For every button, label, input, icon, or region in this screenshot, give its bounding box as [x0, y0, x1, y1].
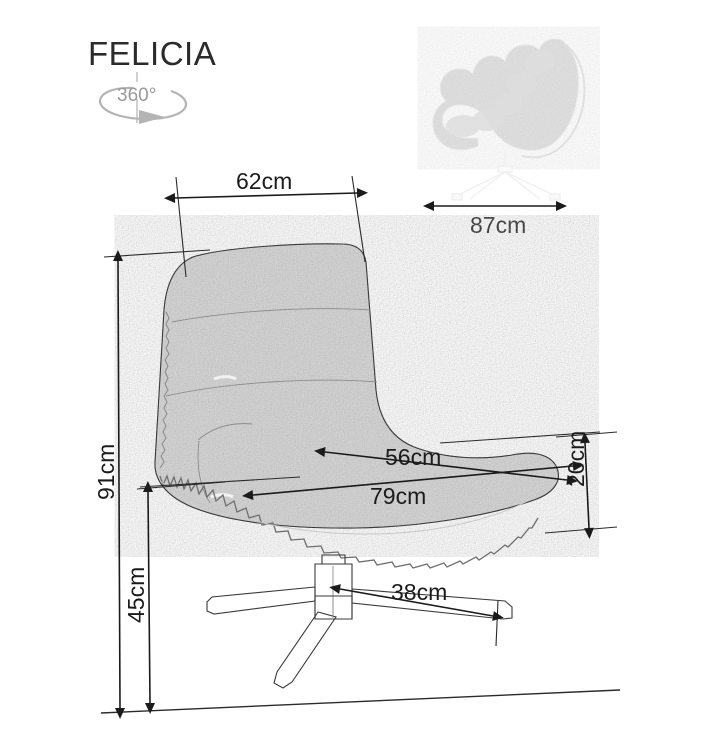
- dimension-value-91cm: 91cm: [93, 444, 119, 500]
- page-title: FELICIA: [88, 35, 216, 72]
- rotation-360-label: 360°: [117, 85, 156, 106]
- dimension-value-87cm: 87cm: [470, 212, 526, 238]
- dimension-backrest-width: 62cm: [164, 168, 368, 278]
- dimension-base-radius: 38cm: [329, 579, 504, 647]
- dimension-seat-thickness: 20cm: [544, 431, 618, 539]
- dimension-seat-height: 45cm: [123, 481, 226, 714]
- dimension-value-62cm: 62cm: [236, 168, 292, 194]
- seam-side-detail: [197, 423, 253, 441]
- backrest-back-edge: [154, 255, 197, 463]
- fabric-highlight-a: [213, 375, 237, 381]
- dimension-value-56cm: 56cm: [385, 444, 441, 470]
- dimension-value-79cm: 79cm: [370, 483, 426, 509]
- back-edge-stitch: [159, 311, 170, 469]
- rotation-360-icon: 360°: [98, 72, 188, 124]
- ground-line: [100, 689, 621, 714]
- backrest-top-edge: [195, 243, 367, 263]
- dimension-overall-depth: 79cm: [139, 431, 601, 509]
- dimension-value-20cm: 20cm: [563, 431, 589, 487]
- seam-upper: [171, 308, 371, 323]
- seam-side-vertical: [197, 440, 211, 504]
- dimension-value-38cm: 38cm: [391, 579, 447, 605]
- seam-mid: [165, 379, 378, 397]
- front-view-thumbnail: 87cm: [423, 38, 586, 238]
- dimension-front-view-width: 87cm: [423, 201, 567, 238]
- seat-bottom-edge: [154, 461, 535, 529]
- dimension-overall-height: 91cm: [93, 249, 211, 719]
- stitched-trim: [159, 474, 541, 569]
- dimension-value-45cm: 45cm: [123, 567, 149, 623]
- backrest-front-edge: [365, 261, 415, 448]
